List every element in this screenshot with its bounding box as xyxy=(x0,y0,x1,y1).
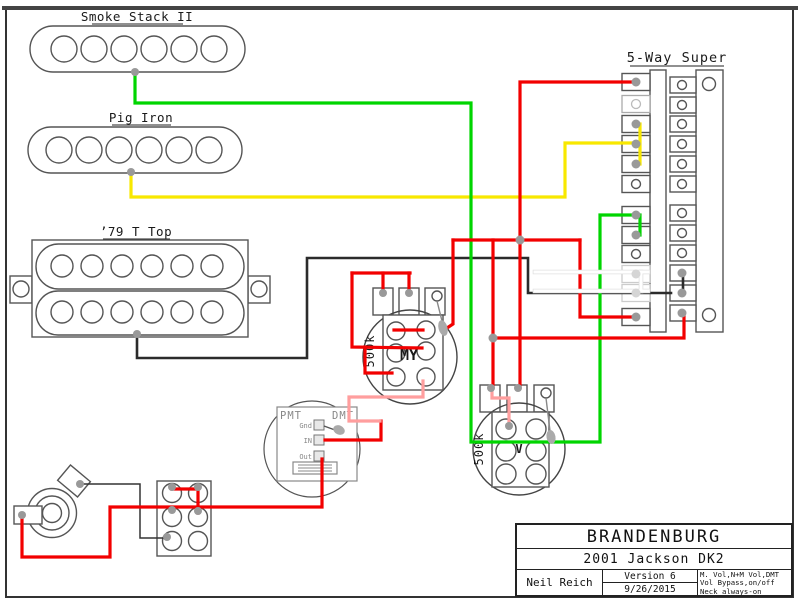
volume-pot: 500k MY xyxy=(362,287,458,405)
switch-body-left xyxy=(649,69,667,333)
push-pull-switch xyxy=(382,314,444,391)
jack-tip-tab xyxy=(56,463,92,499)
title-block-version: Version 6 xyxy=(603,570,697,583)
title-block-note-1: M. Vol,N+M Vol,DMT xyxy=(700,570,780,579)
title-block-author: Neil Reich xyxy=(517,570,603,595)
title-block-version-date: Version 6 9/26/2015 xyxy=(603,570,698,595)
green-wires xyxy=(133,70,642,444)
neck-pickup: Smoke Stack II xyxy=(29,9,246,73)
switch-lugs-left xyxy=(621,72,651,327)
black-thin-wires xyxy=(81,483,167,539)
mini-toggle-switch xyxy=(156,480,212,557)
volume-pot-logo: MY xyxy=(400,346,418,364)
in-terminal xyxy=(313,434,325,446)
title-block: BRANDENBURG 2001 Jackson DK2 Neil Reich … xyxy=(515,523,793,597)
selector-label: 5-Way Super xyxy=(627,50,727,66)
in-terminal-label: IN xyxy=(304,437,312,445)
tone-pot-value: 500k xyxy=(472,433,486,466)
output-jack xyxy=(13,463,92,539)
out-terminal-label: Out xyxy=(299,453,312,461)
middle-pickup-label: Pig Iron xyxy=(109,110,173,125)
title-block-date: 9/26/2015 xyxy=(624,583,676,595)
gnd-terminal xyxy=(313,419,325,431)
out-terminal xyxy=(313,450,325,462)
title-block-notes: M. Vol,N+M Vol,DMT Vol Bypass,on/off Nec… xyxy=(698,570,791,595)
pot2-case-solder-blob xyxy=(546,430,556,444)
module-solder-blob xyxy=(333,425,345,435)
gnd-terminal-label: Gnd xyxy=(299,422,312,430)
pmt-dmt-module: PMT DMT Gnd IN Out xyxy=(263,400,361,498)
bridge-pickup: ’79 T Top xyxy=(9,224,271,338)
pot-body xyxy=(362,309,458,405)
bridge-pickup-label: ’79 T Top xyxy=(100,224,172,239)
page-border xyxy=(2,6,798,598)
solder-joints xyxy=(18,68,687,541)
switch-body-right xyxy=(695,69,724,333)
pink-wires xyxy=(347,379,511,427)
pot-body xyxy=(472,402,566,496)
push-pull-switch xyxy=(491,411,550,488)
white-wires xyxy=(533,270,650,293)
title-block-title: BRANDENBURG xyxy=(517,525,791,549)
title-block-subtitle: 2001 Jackson DK2 xyxy=(517,549,791,570)
tone-pot-logo: V xyxy=(515,442,522,456)
neck-pickup-label: Smoke Stack II xyxy=(81,9,193,24)
title-block-note-2: Vol Bypass,on/off xyxy=(700,578,775,588)
pot1-case-solder-blob xyxy=(438,320,448,336)
title-block-note-3: Neck always-on xyxy=(700,586,762,595)
module-left-label: PMT xyxy=(280,410,302,422)
middle-pickup: Pig Iron xyxy=(27,110,243,174)
